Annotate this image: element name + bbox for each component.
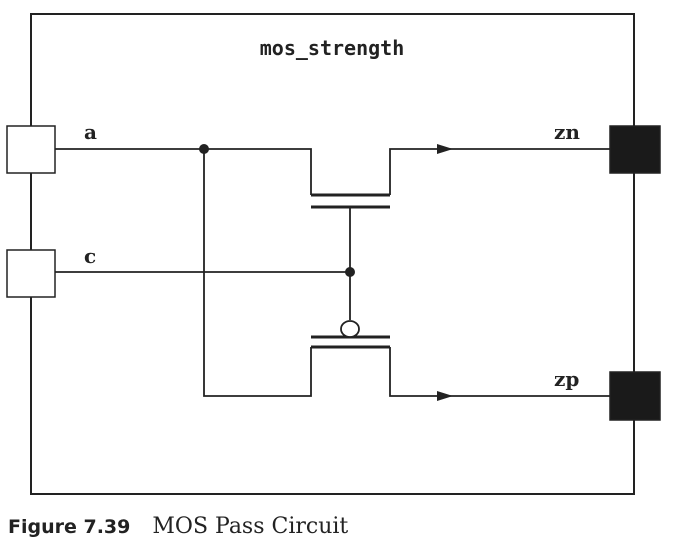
arrowhead-zn bbox=[437, 144, 453, 154]
wire-zp bbox=[389, 347, 610, 397]
wire-zn bbox=[389, 148, 610, 195]
junction-dot-c bbox=[345, 267, 355, 277]
caption-label: Figure 7.39 bbox=[8, 516, 131, 538]
module-name: mos_strength bbox=[260, 36, 405, 60]
pmos-inversion-bubble bbox=[340, 320, 360, 338]
wire-c bbox=[55, 207, 351, 320]
input-port-c bbox=[6, 249, 56, 298]
junction-dot-a bbox=[199, 144, 209, 154]
output-port-zn bbox=[609, 125, 661, 174]
pmos-transistor bbox=[311, 320, 390, 349]
nmos-transistor bbox=[311, 193, 390, 209]
output-port-zp-label: zp bbox=[554, 367, 579, 391]
caption-title: MOS Pass Circuit bbox=[152, 514, 349, 539]
output-port-zp bbox=[609, 371, 661, 421]
input-port-c-label: c bbox=[84, 244, 96, 268]
arrowhead-zp bbox=[437, 391, 453, 401]
input-port-a-label: a bbox=[84, 120, 97, 144]
module-boundary bbox=[30, 13, 635, 495]
input-port-a bbox=[6, 125, 56, 174]
figure-caption: Figure 7.39 MOS Pass Circuit bbox=[8, 514, 348, 546]
output-port-zn-label: zn bbox=[554, 120, 580, 144]
